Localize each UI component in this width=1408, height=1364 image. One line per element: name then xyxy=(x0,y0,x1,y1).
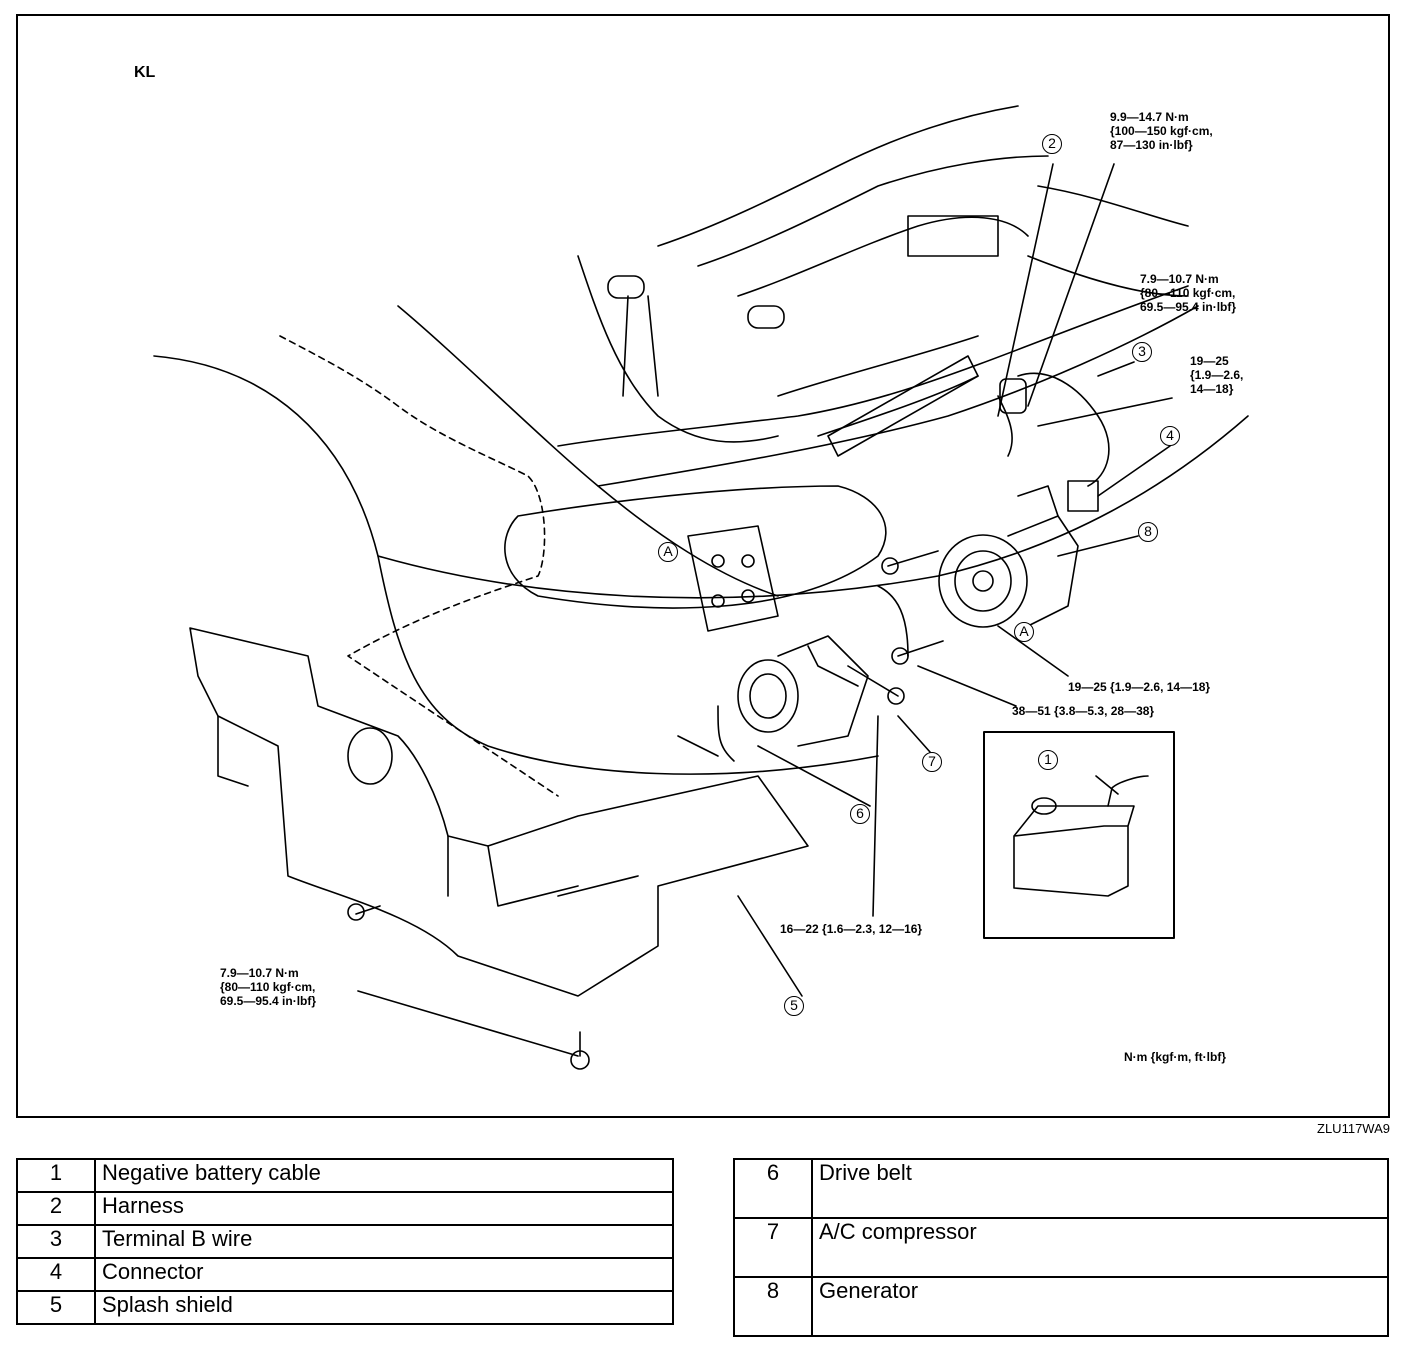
callout-7: 7 xyxy=(922,752,942,772)
torque-terminal-b-nut: 7.9—10.7 N·m {80—110 kgf·cm, 69.5—95.4 i… xyxy=(1140,272,1237,314)
exploded-view-drawing xyxy=(153,105,1249,1070)
fender-edge xyxy=(377,415,1249,599)
splash-shield xyxy=(189,627,809,997)
engine-block xyxy=(557,285,1189,447)
battery-inset-box xyxy=(983,731,1175,939)
torque-generator-lower: 38—51 {3.8—5.3, 28—38} xyxy=(1012,704,1155,718)
diagram-frame: KL 9.9—14.7 N·m {100—150 kgf·cm, 87—130 … xyxy=(16,14,1390,1118)
ac-compressor-drawing xyxy=(737,635,869,747)
hood-line xyxy=(397,305,779,597)
headlight xyxy=(504,485,887,609)
torque-generator-upper: 19—25 {1.9—2.6, 14—18} xyxy=(1190,354,1244,396)
torque-harness-bolt: 9.9—14.7 N·m {100—150 kgf·cm, 87—130 in·… xyxy=(1110,110,1213,152)
units-note: N·m {kgf·m, ft·lbf} xyxy=(1124,1050,1226,1064)
callout-5: 5 xyxy=(784,996,804,1016)
figure-code: ZLU117WA9 xyxy=(1317,1121,1390,1136)
callout-3: 3 xyxy=(1132,342,1152,362)
generator-drawing xyxy=(938,485,1079,628)
battery xyxy=(1013,805,1135,897)
inner-fender-dashed xyxy=(279,335,559,797)
callout-2: 2 xyxy=(1042,134,1062,154)
callout-6: 6 xyxy=(850,804,870,824)
leader-lines xyxy=(737,163,1173,997)
drive-belt xyxy=(677,705,735,762)
model-code: KL xyxy=(134,64,156,81)
fender-outline xyxy=(153,355,879,775)
torque-compressor-bolt: 16—22 {1.6—2.3, 12—16} xyxy=(780,922,923,936)
compressor-bracket xyxy=(687,525,779,632)
torque-generator-pivot: 19—25 {1.9—2.6, 14—18} xyxy=(1068,680,1211,694)
callout-1: 1 xyxy=(1038,750,1058,770)
view-marker-a: A xyxy=(658,542,678,562)
view-marker-a-generator: A xyxy=(1014,622,1034,642)
callout-4: 4 xyxy=(1160,426,1180,446)
torque-splash-shield: 7.9—10.7 N·m {80—110 kgf·cm, 69.5—95.4 i… xyxy=(220,966,317,1008)
callout-8: 8 xyxy=(1138,522,1158,542)
harness-wire xyxy=(1017,372,1110,487)
